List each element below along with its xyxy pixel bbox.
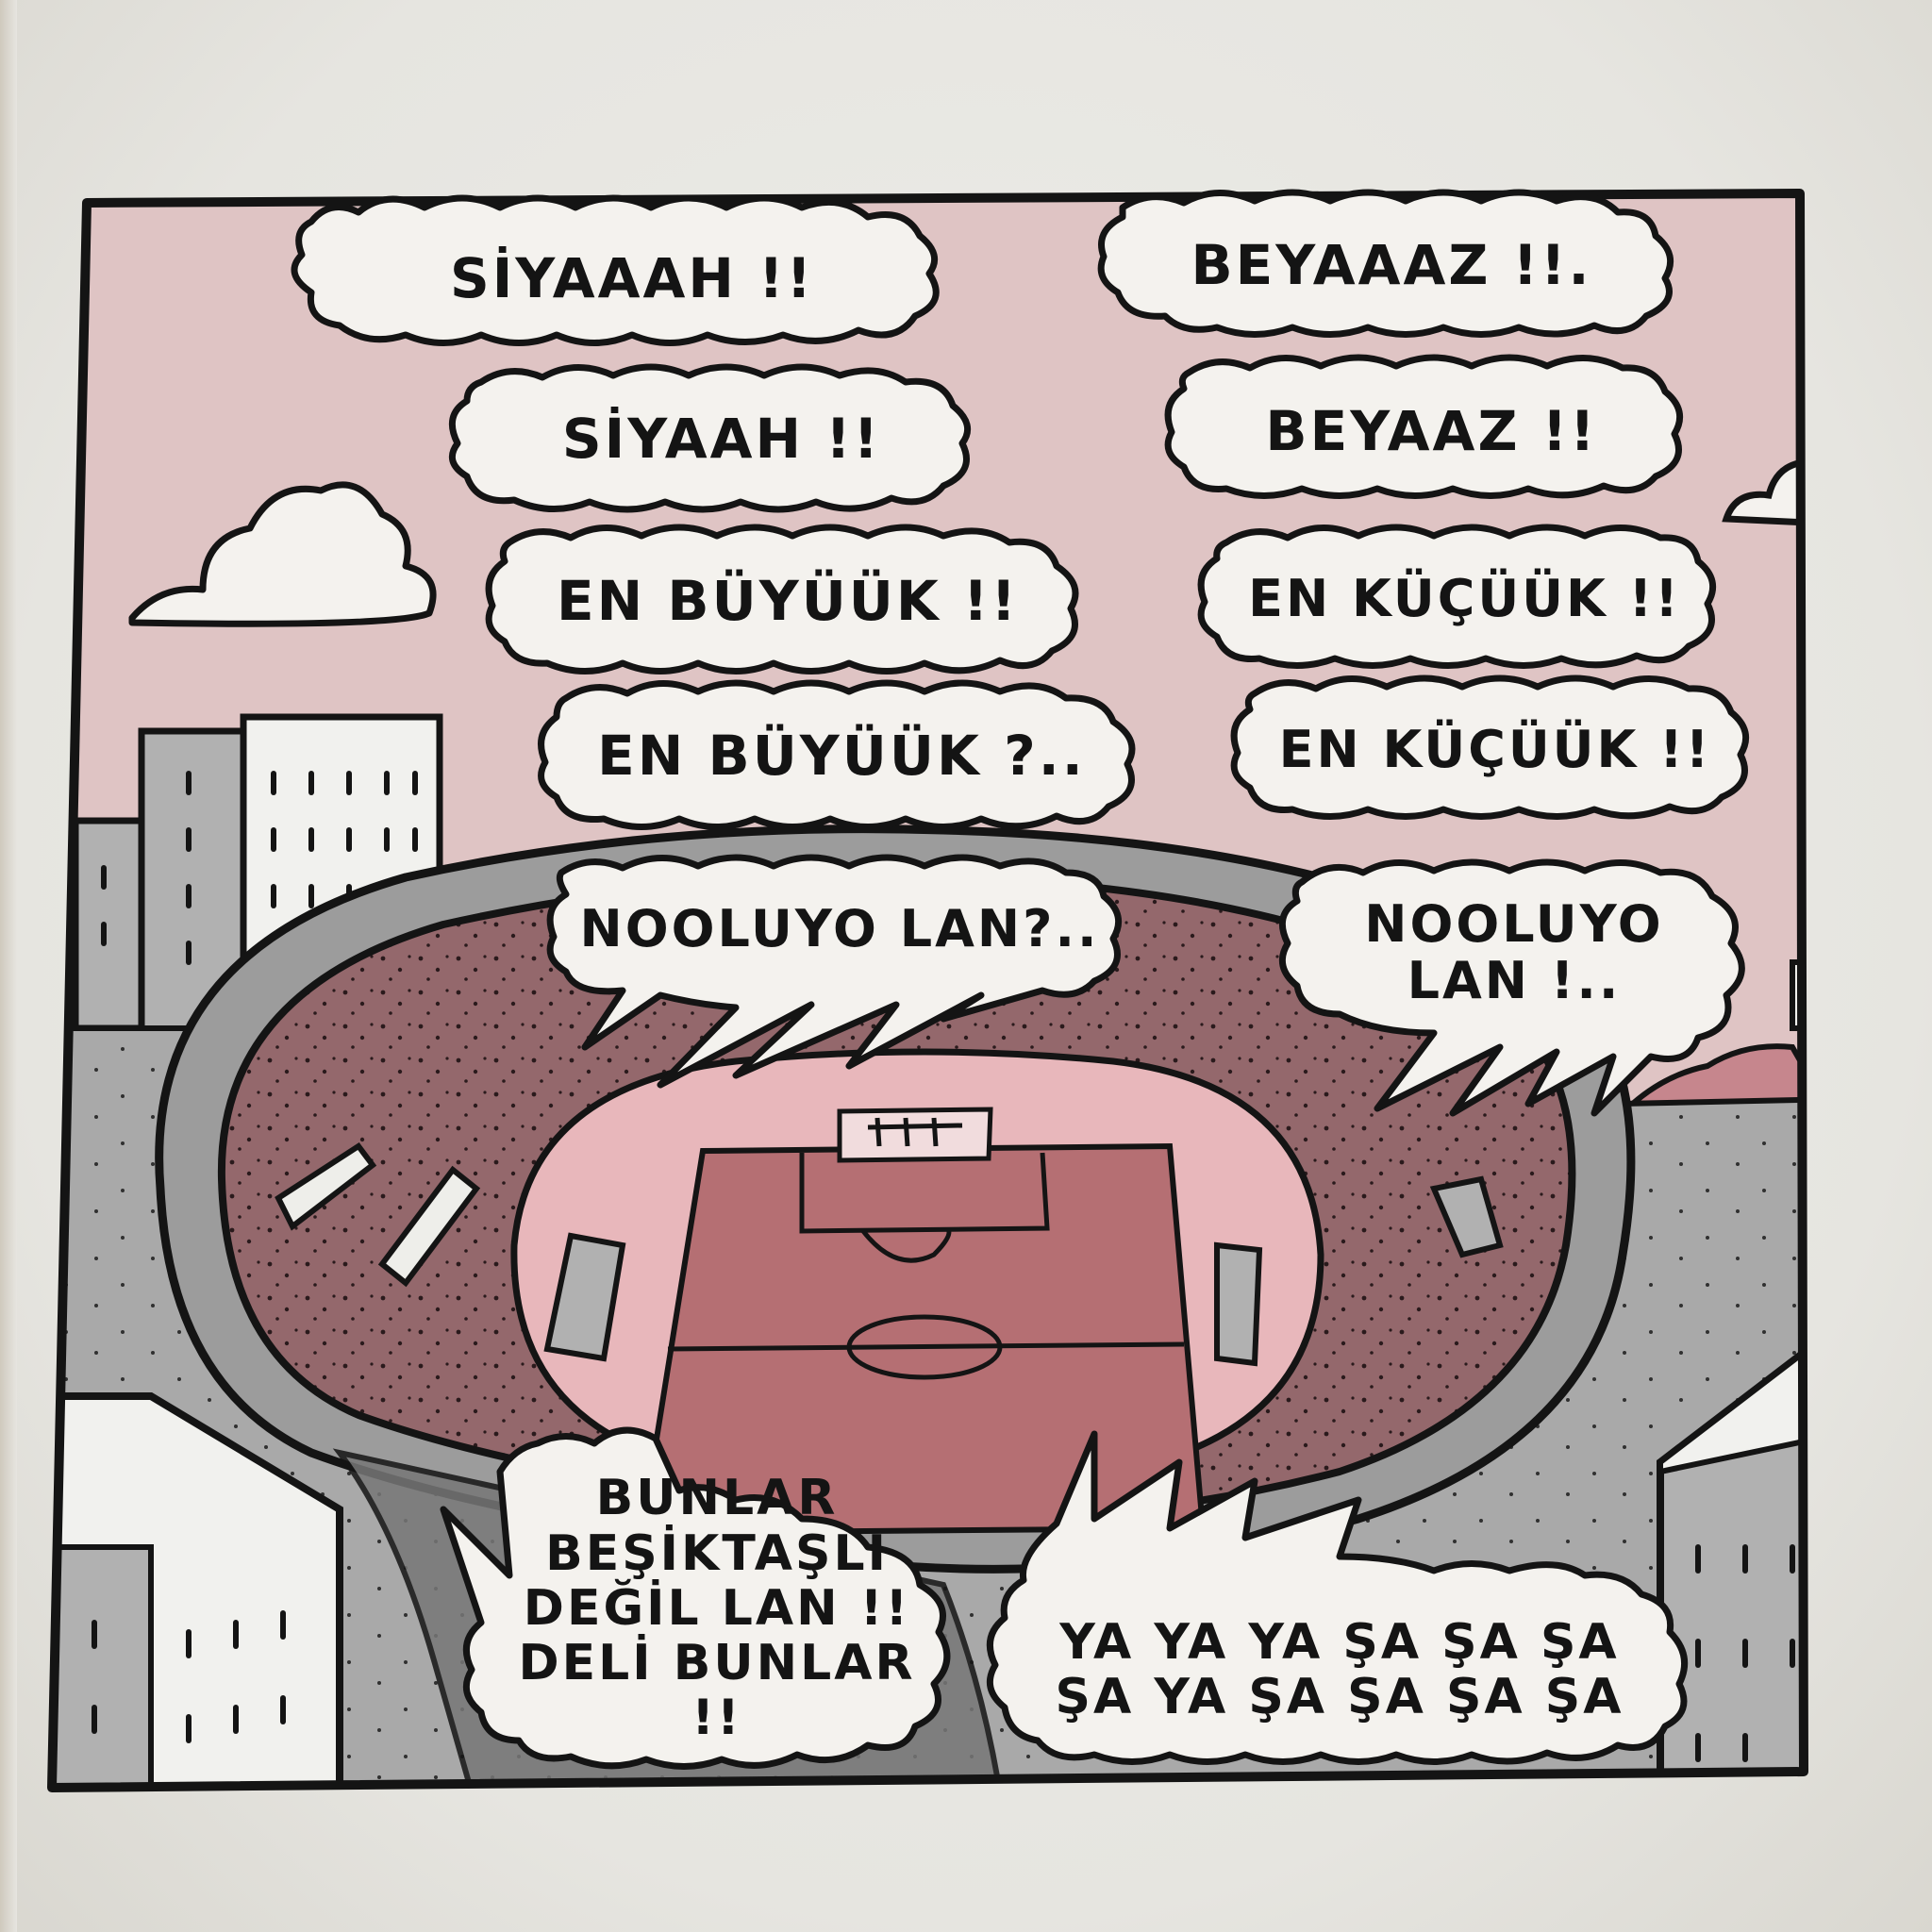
book-page-edge: [0, 0, 17, 1932]
bubble-shapes: [291, 189, 1750, 1770]
distant-trees-right: [1615, 1043, 1804, 1116]
building-foreground-left-windows: [92, 1610, 286, 1743]
shout-en-buyuuuk-2: EN BÜYÜÜK ?..: [597, 723, 1086, 788]
bubble-siyaah: [448, 363, 972, 513]
shout-beyaaz: BEYAAZ !!: [1265, 398, 1598, 463]
building-foreground-right-windows: [1695, 1544, 1795, 1762]
speech-chant: YA YA YA ŞA ŞA ŞA ŞA YA ŞA ŞA ŞA ŞA: [1055, 1613, 1624, 1725]
bubble-en-kucuuuk-2: [1230, 675, 1750, 820]
cloud-right: [1722, 458, 1804, 527]
bubble-beyaaaz: [1097, 189, 1674, 338]
bubble-bunlar: [440, 1426, 951, 1770]
speech-bunlar: BUNLAR BEŞİKTAŞLI DEĞİL LAN !! DELİ BUNL…: [518, 1470, 916, 1747]
bubble-en-kucuuuk-1: [1197, 524, 1717, 669]
shout-siyaah: SİYAAH !!: [561, 406, 882, 471]
shout-en-kucuuuk-2: EN KÜÇÜÜK !!: [1278, 720, 1712, 780]
bubble-en-buyuuuk-1: [485, 524, 1079, 675]
pitch-markings: [667, 1107, 1185, 1380]
cloud-left: [128, 481, 437, 627]
bubble-nooluyo-right: [1278, 858, 1745, 1117]
bubble-beyaaz: [1164, 354, 1684, 499]
shout-siyaaah: SİYAAAH !!: [449, 245, 815, 310]
bubble-siyaaah: [291, 194, 940, 346]
speech-nooluyo-left: NOOLUYO LAN?..: [579, 898, 1100, 958]
speech-nooluyo-right: NOOLUYO LAN !..: [1364, 893, 1664, 1010]
bubble-en-buyuuuk-2: [538, 679, 1136, 830]
shout-en-kucuuuk-1: EN KÜÇÜÜK !!: [1248, 569, 1681, 629]
building-foreground-right-roof: [1657, 1336, 1804, 1475]
building-foreground-left-side: [52, 1544, 154, 1788]
shout-beyaaaz: BEYAAAZ !!.: [1191, 232, 1592, 297]
stadium-screens: [275, 1141, 1504, 1367]
shout-en-buyuuuk-1: EN BÜYÜÜK !!: [557, 568, 1019, 633]
bubble-chant: [986, 1430, 1689, 1765]
bubble-nooluyo-left: [546, 854, 1123, 1089]
